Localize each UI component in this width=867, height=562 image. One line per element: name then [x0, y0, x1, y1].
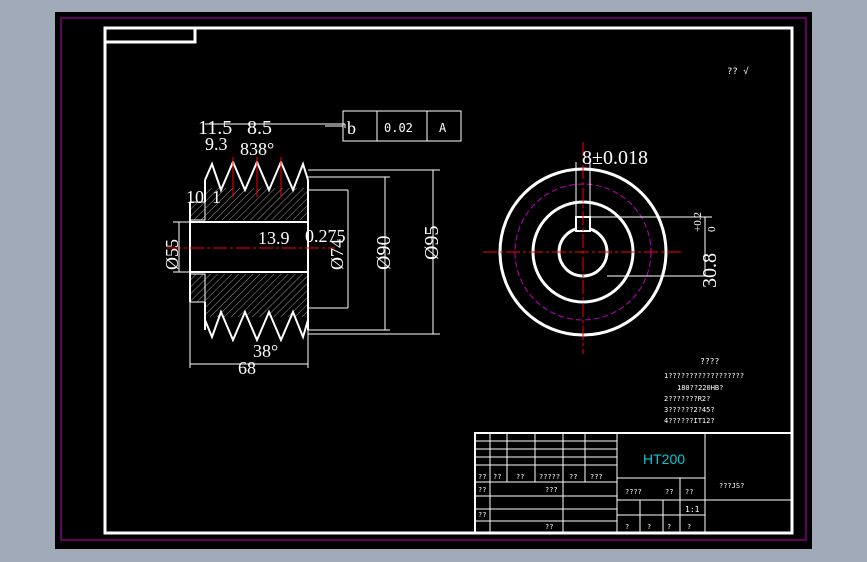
tb-cell: ??: [545, 523, 553, 531]
dim-8-5: 8.5: [247, 117, 272, 139]
dim-90: Ø90: [373, 236, 395, 270]
drawing-canvas[interactable]: ?? √: [55, 12, 812, 549]
cad-viewport[interactable]: ?? √: [55, 12, 812, 549]
drawing-frame: [103, 26, 794, 535]
tb-cell: ??: [478, 486, 486, 494]
tb-cell: ?????: [539, 473, 560, 481]
roughness-note: ?? √: [727, 66, 749, 77]
dim-30-8-tol-top: +0.2: [692, 212, 704, 232]
tech-req-line: 1??????????????????: [664, 372, 744, 380]
tech-req-line: 180??220HB?: [677, 384, 723, 392]
tech-req-line: 3??????2?45?: [664, 406, 715, 414]
dim-55: Ø55: [162, 239, 182, 270]
dim-13-9: 13.9: [258, 228, 290, 248]
dim-10: 10: [186, 187, 204, 207]
tb-cell: ??: [685, 488, 693, 496]
tb-cell: ?: [667, 523, 671, 531]
dim-68: 68: [238, 358, 256, 378]
tech-req-line: 2???????R2?: [664, 395, 710, 403]
tb-cell: ?: [647, 523, 651, 531]
dim-keyway: 8±0.018: [582, 147, 648, 169]
tb-cell: ??: [516, 473, 524, 481]
dim-30-8: 30.8: [699, 253, 721, 288]
tech-req-title: ????: [700, 357, 719, 366]
tb-cell: ??: [665, 488, 673, 496]
dim-95: Ø95: [421, 226, 443, 260]
dim-11-5: 11.5: [198, 117, 232, 139]
dim-38-bottom: 38°: [253, 341, 278, 361]
tb-cell: ??: [493, 473, 501, 481]
part-name: ???JS?: [719, 482, 744, 490]
tb-cell: ?: [625, 523, 629, 531]
dim-74: Ø74: [327, 239, 347, 270]
tolerance-value: 0.02: [384, 121, 413, 135]
title-block: HT200 ???JS? 1:1 ?? ?? ?? ????? ?? ??? ?…: [474, 432, 793, 534]
section-view: b 0.02 A 11.5 8.5 9.3 838° 10 1 13.9 0.2…: [162, 110, 462, 378]
dim-1: 1: [212, 187, 221, 207]
tb-cell: ??: [478, 511, 486, 519]
tb-cell: ??: [478, 473, 486, 481]
top-left-tab: [103, 26, 197, 44]
tb-cell: ????: [625, 488, 642, 496]
dim-30-8-tol-bottom: 0: [706, 226, 718, 232]
tech-req-line: 4??????IT12?: [664, 417, 715, 425]
sheet-border: [60, 17, 807, 541]
tb-cell: ??: [569, 473, 577, 481]
dim-9-3: 9.3: [205, 134, 228, 154]
front-view: 8±0.018 30.8 +0.2 0: [483, 142, 721, 354]
dim-0-275: 0.275: [305, 226, 346, 246]
tolerance-frame[interactable]: [342, 110, 462, 142]
tb-cell: ???: [590, 473, 603, 481]
tolerance-datum: A: [439, 121, 447, 135]
material-label: HT200: [643, 451, 685, 467]
tolerance-symbol: b: [347, 118, 356, 138]
tb-cell: ???: [545, 486, 558, 494]
tech-requirements: ???? 1?????????????????? 180??220HB? 2??…: [664, 357, 744, 425]
scale-value: 1:1: [685, 505, 700, 514]
tb-cell: ?: [687, 523, 691, 531]
dim-8-38: 838°: [240, 139, 274, 159]
